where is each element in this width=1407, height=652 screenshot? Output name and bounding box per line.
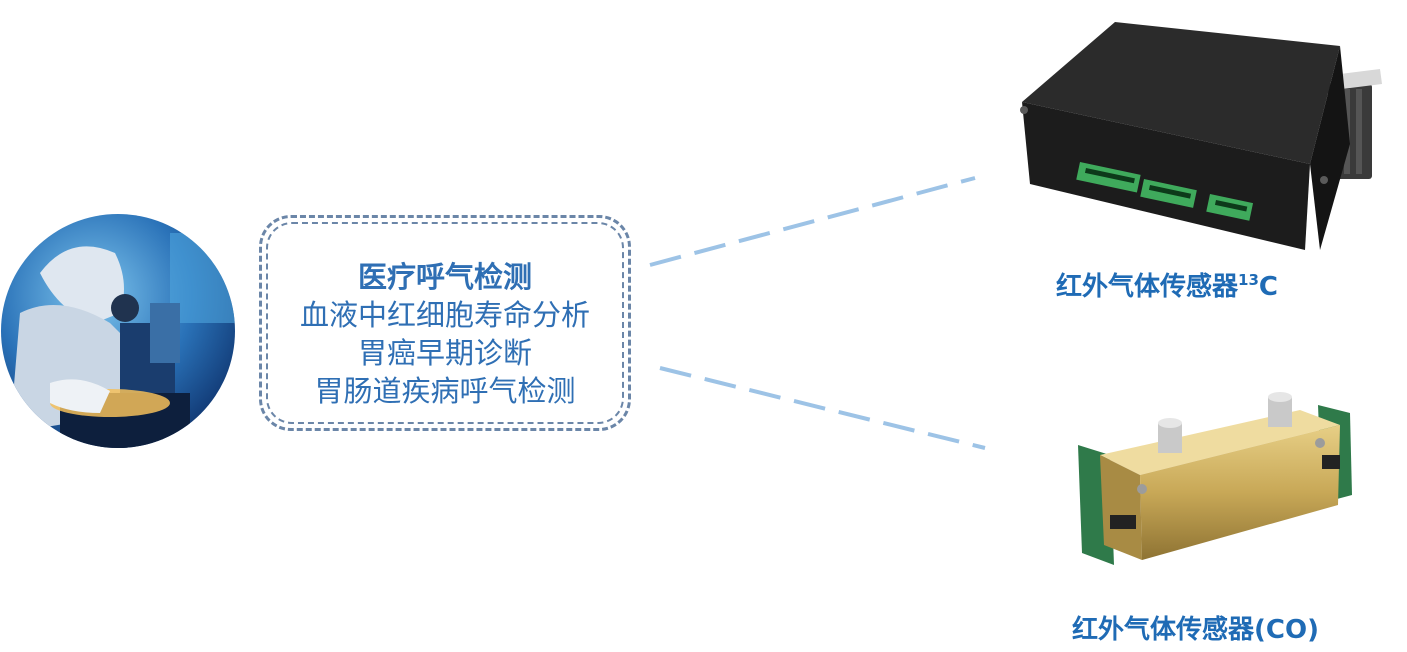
co-sensor-photo	[1078, 392, 1352, 565]
product-caption-13c: 红外气体传感器13C	[1056, 271, 1278, 302]
connector-line-13c	[649, 176, 976, 267]
lab-scientist-photo	[1, 214, 235, 448]
product-caption-co: 红外气体传感器(CO)	[1072, 615, 1319, 645]
13c-sensor-photo	[1020, 22, 1382, 250]
connector-line-co	[659, 366, 986, 450]
application-line: 胃肠道疾病呼气检测	[314, 374, 576, 408]
application-line: 血液中红细胞寿命分析	[299, 298, 590, 332]
application-line: 胃癌早期诊断	[357, 336, 532, 370]
application-box: 医疗呼气检测 血液中红细胞寿命分析 胃癌早期诊断 胃肠道疾病呼气检测	[259, 215, 631, 431]
application-title: 医疗呼气检测	[357, 260, 532, 294]
